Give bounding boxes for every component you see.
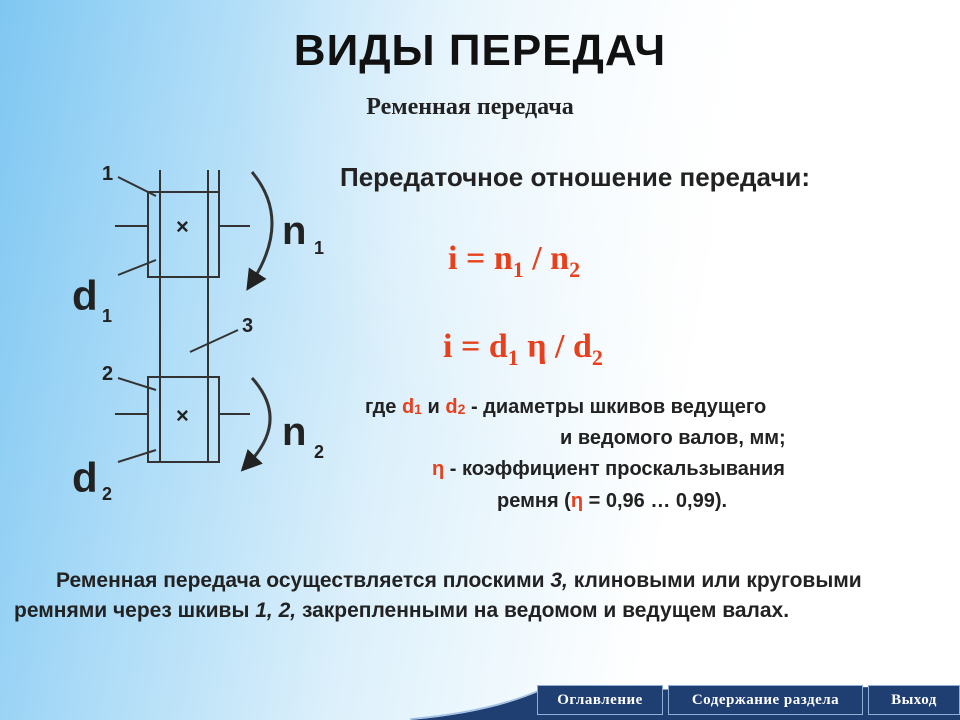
label-part-3: 3 bbox=[242, 315, 253, 337]
formula-diameter-ratio: i = d1 η / d2 bbox=[443, 328, 603, 370]
nav-contents-button[interactable]: Оглавление bbox=[537, 685, 663, 715]
pulley-1-cross: × bbox=[176, 214, 189, 239]
description-line-2: и ведомого валов, мм; bbox=[560, 427, 786, 449]
label-part-1: 1 bbox=[102, 163, 113, 185]
leader-2 bbox=[117, 377, 157, 391]
leader-1 bbox=[117, 176, 157, 197]
pulley-2 bbox=[147, 376, 220, 463]
belt-drive-diagram: × × 1 2 3 d 1 d 2 n 1 n 2 bbox=[72, 163, 324, 504]
slide-subtitle: Ременная передача bbox=[366, 94, 574, 120]
label-n1-sub: 1 bbox=[314, 238, 324, 258]
label-d2-sub: 2 bbox=[102, 484, 112, 504]
leader-3 bbox=[189, 329, 239, 353]
ratio-heading: Передаточное отношение передачи: bbox=[340, 162, 811, 192]
belt-drive-paragraph: Ременная передача осуществляется плоским… bbox=[14, 569, 862, 622]
slide-title: ВИДЫ ПЕРЕДАЧ bbox=[293, 26, 667, 75]
label-d1-sub: 1 bbox=[102, 306, 112, 326]
nav-section-contents-button[interactable]: Содержание раздела bbox=[668, 685, 863, 715]
description-line-4: ремня (η = 0,96 … 0,99). bbox=[497, 490, 728, 512]
label-part-2: 2 bbox=[102, 363, 113, 385]
leader-d2 bbox=[117, 449, 157, 463]
label-n1: n bbox=[282, 209, 306, 253]
description-line-1: где d1 и d2 - диаметры шкивов ведущего bbox=[365, 396, 767, 418]
rotation-arrow-n1 bbox=[246, 171, 274, 291]
label-n2-sub: 2 bbox=[314, 442, 324, 462]
rotation-arrow-n2 bbox=[240, 376, 272, 472]
formula-speed-ratio: i = n1 / n2 bbox=[448, 240, 581, 282]
label-d1: d bbox=[72, 272, 98, 319]
pulley-2-cross: × bbox=[176, 403, 189, 428]
leader-d1 bbox=[117, 259, 157, 276]
label-n2: n bbox=[282, 410, 306, 454]
label-d2: d bbox=[72, 454, 98, 501]
description-line-3: η - коэффициент проскальзывания bbox=[432, 458, 785, 480]
nav-exit-button[interactable]: Выход bbox=[868, 685, 960, 715]
